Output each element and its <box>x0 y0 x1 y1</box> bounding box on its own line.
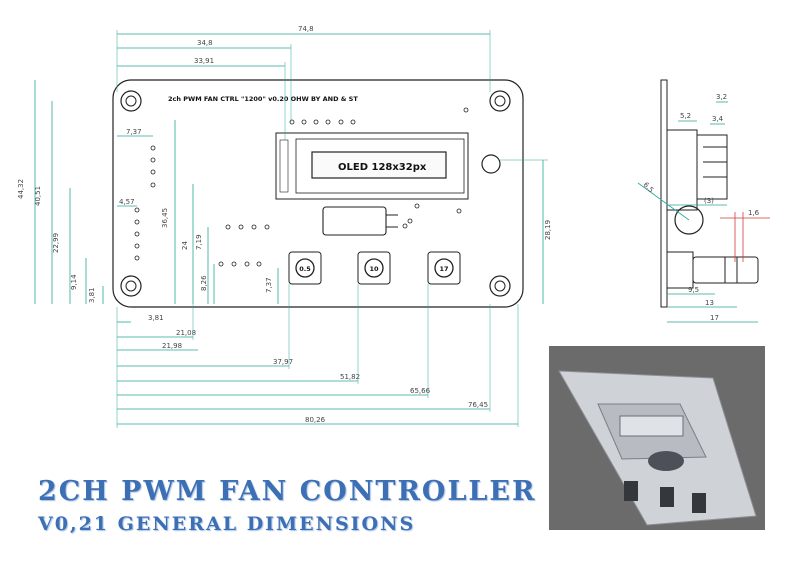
dim-top-2: 34,8 <box>197 39 213 47</box>
sub-title: V0,21 GENERAL DIMENSIONS <box>38 513 416 535</box>
dim-bottom-3: 21,98 <box>162 342 182 350</box>
dim-left-12: 7,37 <box>265 277 273 293</box>
dim-side-6: 1,6 <box>748 209 760 217</box>
dim-left-9: 24 <box>181 241 189 250</box>
dim-left-1: 44,32 <box>17 179 25 199</box>
side-view: 3,2 5,2 3,4 6,5 (3) 1,6 9,5 13 17 <box>637 79 770 323</box>
silkscreen-text: 2ch PWM FAN CTRL "1200" v0.20 OHW BY AND… <box>168 95 358 103</box>
dim-side-7: 9,5 <box>688 286 699 294</box>
dim-left-2: 40,51 <box>34 186 42 206</box>
main-title: 2CH PWM FAN CONTROLLER <box>38 476 537 507</box>
oled-label: OLED 128x32px <box>338 162 427 173</box>
dim-bottom-7: 76,45 <box>468 401 488 409</box>
dimensions-right: 28,19 <box>500 159 552 304</box>
dim-side-2: 5,2 <box>680 112 691 120</box>
dim-left-11: 8,26 <box>200 275 208 291</box>
crystal <box>322 206 387 236</box>
dim-left-8: 36,45 <box>161 208 169 228</box>
knob-1-label: 0.5 <box>299 265 311 273</box>
dim-side-3: 3,4 <box>712 115 724 123</box>
dim-left-6: 7,37 <box>126 128 142 136</box>
pcb-outline <box>112 79 524 308</box>
dimensions-bottom: 3,81 21,08 21,98 37,97 51,82 65,66 76,45… <box>116 284 519 428</box>
mounting-holes <box>120 90 511 297</box>
dim-side-8: 13 <box>705 299 714 307</box>
dim-top-3: 33,91 <box>194 57 214 65</box>
dim-bottom-5: 51,82 <box>340 373 360 381</box>
dimensions-left: 44,32 40,51 22,99 9,14 3,81 7,37 4,57 36… <box>17 80 279 304</box>
knob-3-label: 17 <box>439 265 448 273</box>
dimensions-top: 74,8 34,8 33,91 <box>116 25 491 140</box>
dim-left-3: 22,99 <box>52 233 60 253</box>
dim-left-7: 4,57 <box>119 198 135 206</box>
oled-module: OLED 128x32px <box>275 132 469 200</box>
dim-right-1: 28,19 <box>544 220 552 240</box>
knob-2: 10 <box>357 251 391 285</box>
knob-2-label: 10 <box>369 265 379 273</box>
dim-left-10: 7,19 <box>195 234 203 250</box>
dim-side-4: 6,5 <box>642 181 656 195</box>
render-3d <box>549 346 765 530</box>
knob-3: 17 <box>427 251 461 285</box>
dim-side-1: 3,2 <box>716 93 727 101</box>
knob-1: 0.5 <box>288 251 322 285</box>
dim-left-4: 9,14 <box>70 274 78 290</box>
dim-bottom-2: 21,08 <box>176 329 196 337</box>
dim-bottom-1: 3,81 <box>148 314 164 322</box>
dim-bottom-8: 80,26 <box>305 416 326 424</box>
dim-bottom-4: 37,97 <box>273 358 293 366</box>
pin-rows <box>134 107 469 267</box>
dim-side-5: (3) <box>704 197 714 205</box>
dim-side-9: 17 <box>710 314 719 322</box>
dim-bottom-6: 65,66 <box>410 387 431 395</box>
dim-top-1: 74,8 <box>298 25 314 33</box>
dim-left-5: 3,81 <box>88 287 96 303</box>
button <box>481 154 501 174</box>
